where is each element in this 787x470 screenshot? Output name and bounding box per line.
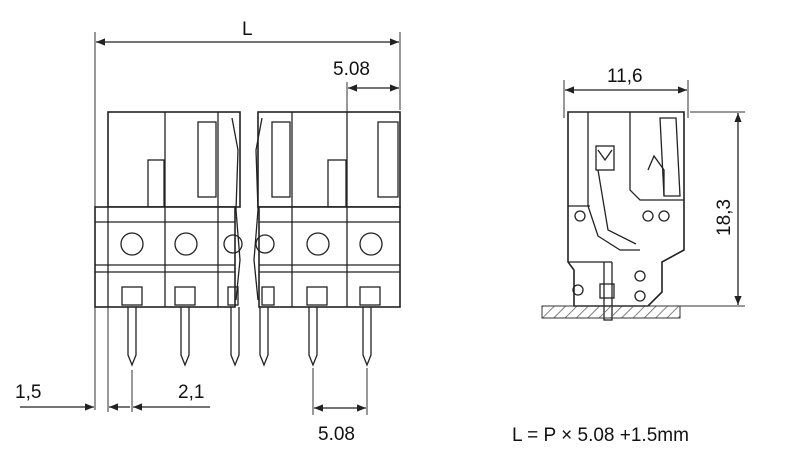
front-view: L 5.08 [15,19,401,445]
side-profile [567,111,685,321]
depth-label: 11,6 [607,66,643,87]
length-formula: L = P × 5.08 +1.5mm [512,425,689,446]
side-view: 11,6 18,3 [541,66,745,321]
front-pins [127,307,372,367]
bottom-pitch-label: 5.08 [318,424,355,445]
height-label: 18,3 [714,199,735,236]
overall-length-label: L [242,19,253,40]
front-body [94,111,401,308]
pin-offset-label: 2,1 [178,382,204,403]
top-pitch-label: 5.08 [333,59,370,80]
pcb-hatch [541,305,681,319]
left-offset-label: 1,5 [15,382,41,403]
